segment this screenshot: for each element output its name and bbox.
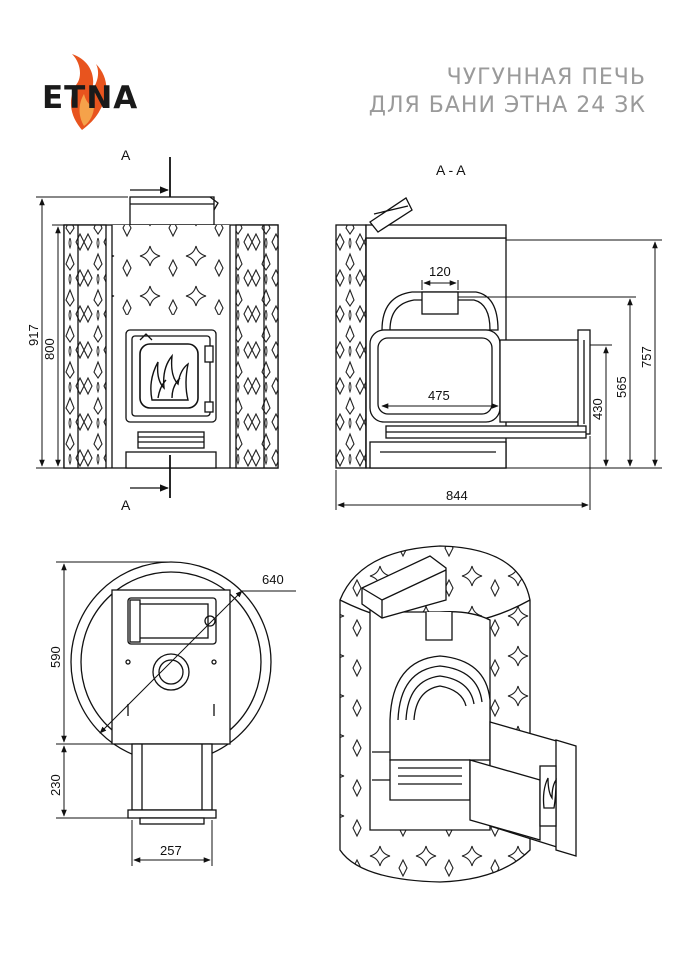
product-title: ЧУГУННАЯ ПЕЧЬ ДЛЯ БАНИ ЭТНА 24 ЗК: [369, 64, 646, 120]
front-chimney-box: [129, 196, 215, 226]
cutaway-firebox: [389, 655, 491, 761]
section-label: A - A: [436, 162, 466, 178]
front-ash-box: [137, 431, 205, 449]
top-dimensions: [56, 561, 296, 866]
section-lid: [369, 197, 413, 233]
front-left-column: [63, 224, 107, 469]
section-firebox: [369, 329, 501, 423]
flame-icon: [70, 54, 107, 130]
fire-ornament-icon: [150, 353, 190, 401]
section-dim-565: 565: [614, 376, 629, 398]
front-dim-800: 800: [42, 338, 57, 360]
section-dim-475: 475: [428, 388, 450, 403]
top-dim-640: 640: [262, 572, 284, 587]
front-center-stones: [112, 225, 230, 315]
section-dimensions: [335, 239, 662, 510]
section-flue: [421, 291, 459, 315]
title-line-1: ЧУГУННАЯ ПЕЧЬ: [446, 65, 646, 90]
front-dim-917: 917: [26, 324, 41, 346]
cutaway-lid: [361, 555, 447, 619]
cutaway-view: [339, 545, 577, 883]
title-line-2: ДЛЯ БАНИ ЭТНА 24 ЗК: [368, 93, 646, 118]
section-dim-120: 120: [429, 264, 451, 279]
section-dim-757: 757: [639, 346, 654, 368]
cutaway-door: [555, 739, 577, 857]
section-stone-wall: [335, 224, 367, 469]
top-view: [70, 561, 272, 825]
top-dim-230: 230: [48, 774, 63, 796]
section-dim-430: 430: [590, 398, 605, 420]
section-dim-844: 844: [446, 488, 468, 503]
front-view: [63, 157, 279, 498]
front-right-column: [235, 224, 279, 469]
front-dimensions: [36, 196, 128, 469]
brand-wordmark: ETNA: [42, 80, 139, 116]
top-door: [127, 597, 217, 645]
top-dim-590: 590: [48, 646, 63, 668]
front-section-mark-top: A: [121, 147, 131, 163]
top-dim-257: 257: [160, 843, 182, 858]
top-tunnel: [131, 743, 213, 811]
front-door-handle: [204, 345, 214, 363]
front-section-mark-bottom: A: [121, 497, 131, 513]
section-tunnel: [499, 339, 581, 423]
section-view: [335, 197, 591, 469]
flame-inner: [79, 94, 94, 126]
